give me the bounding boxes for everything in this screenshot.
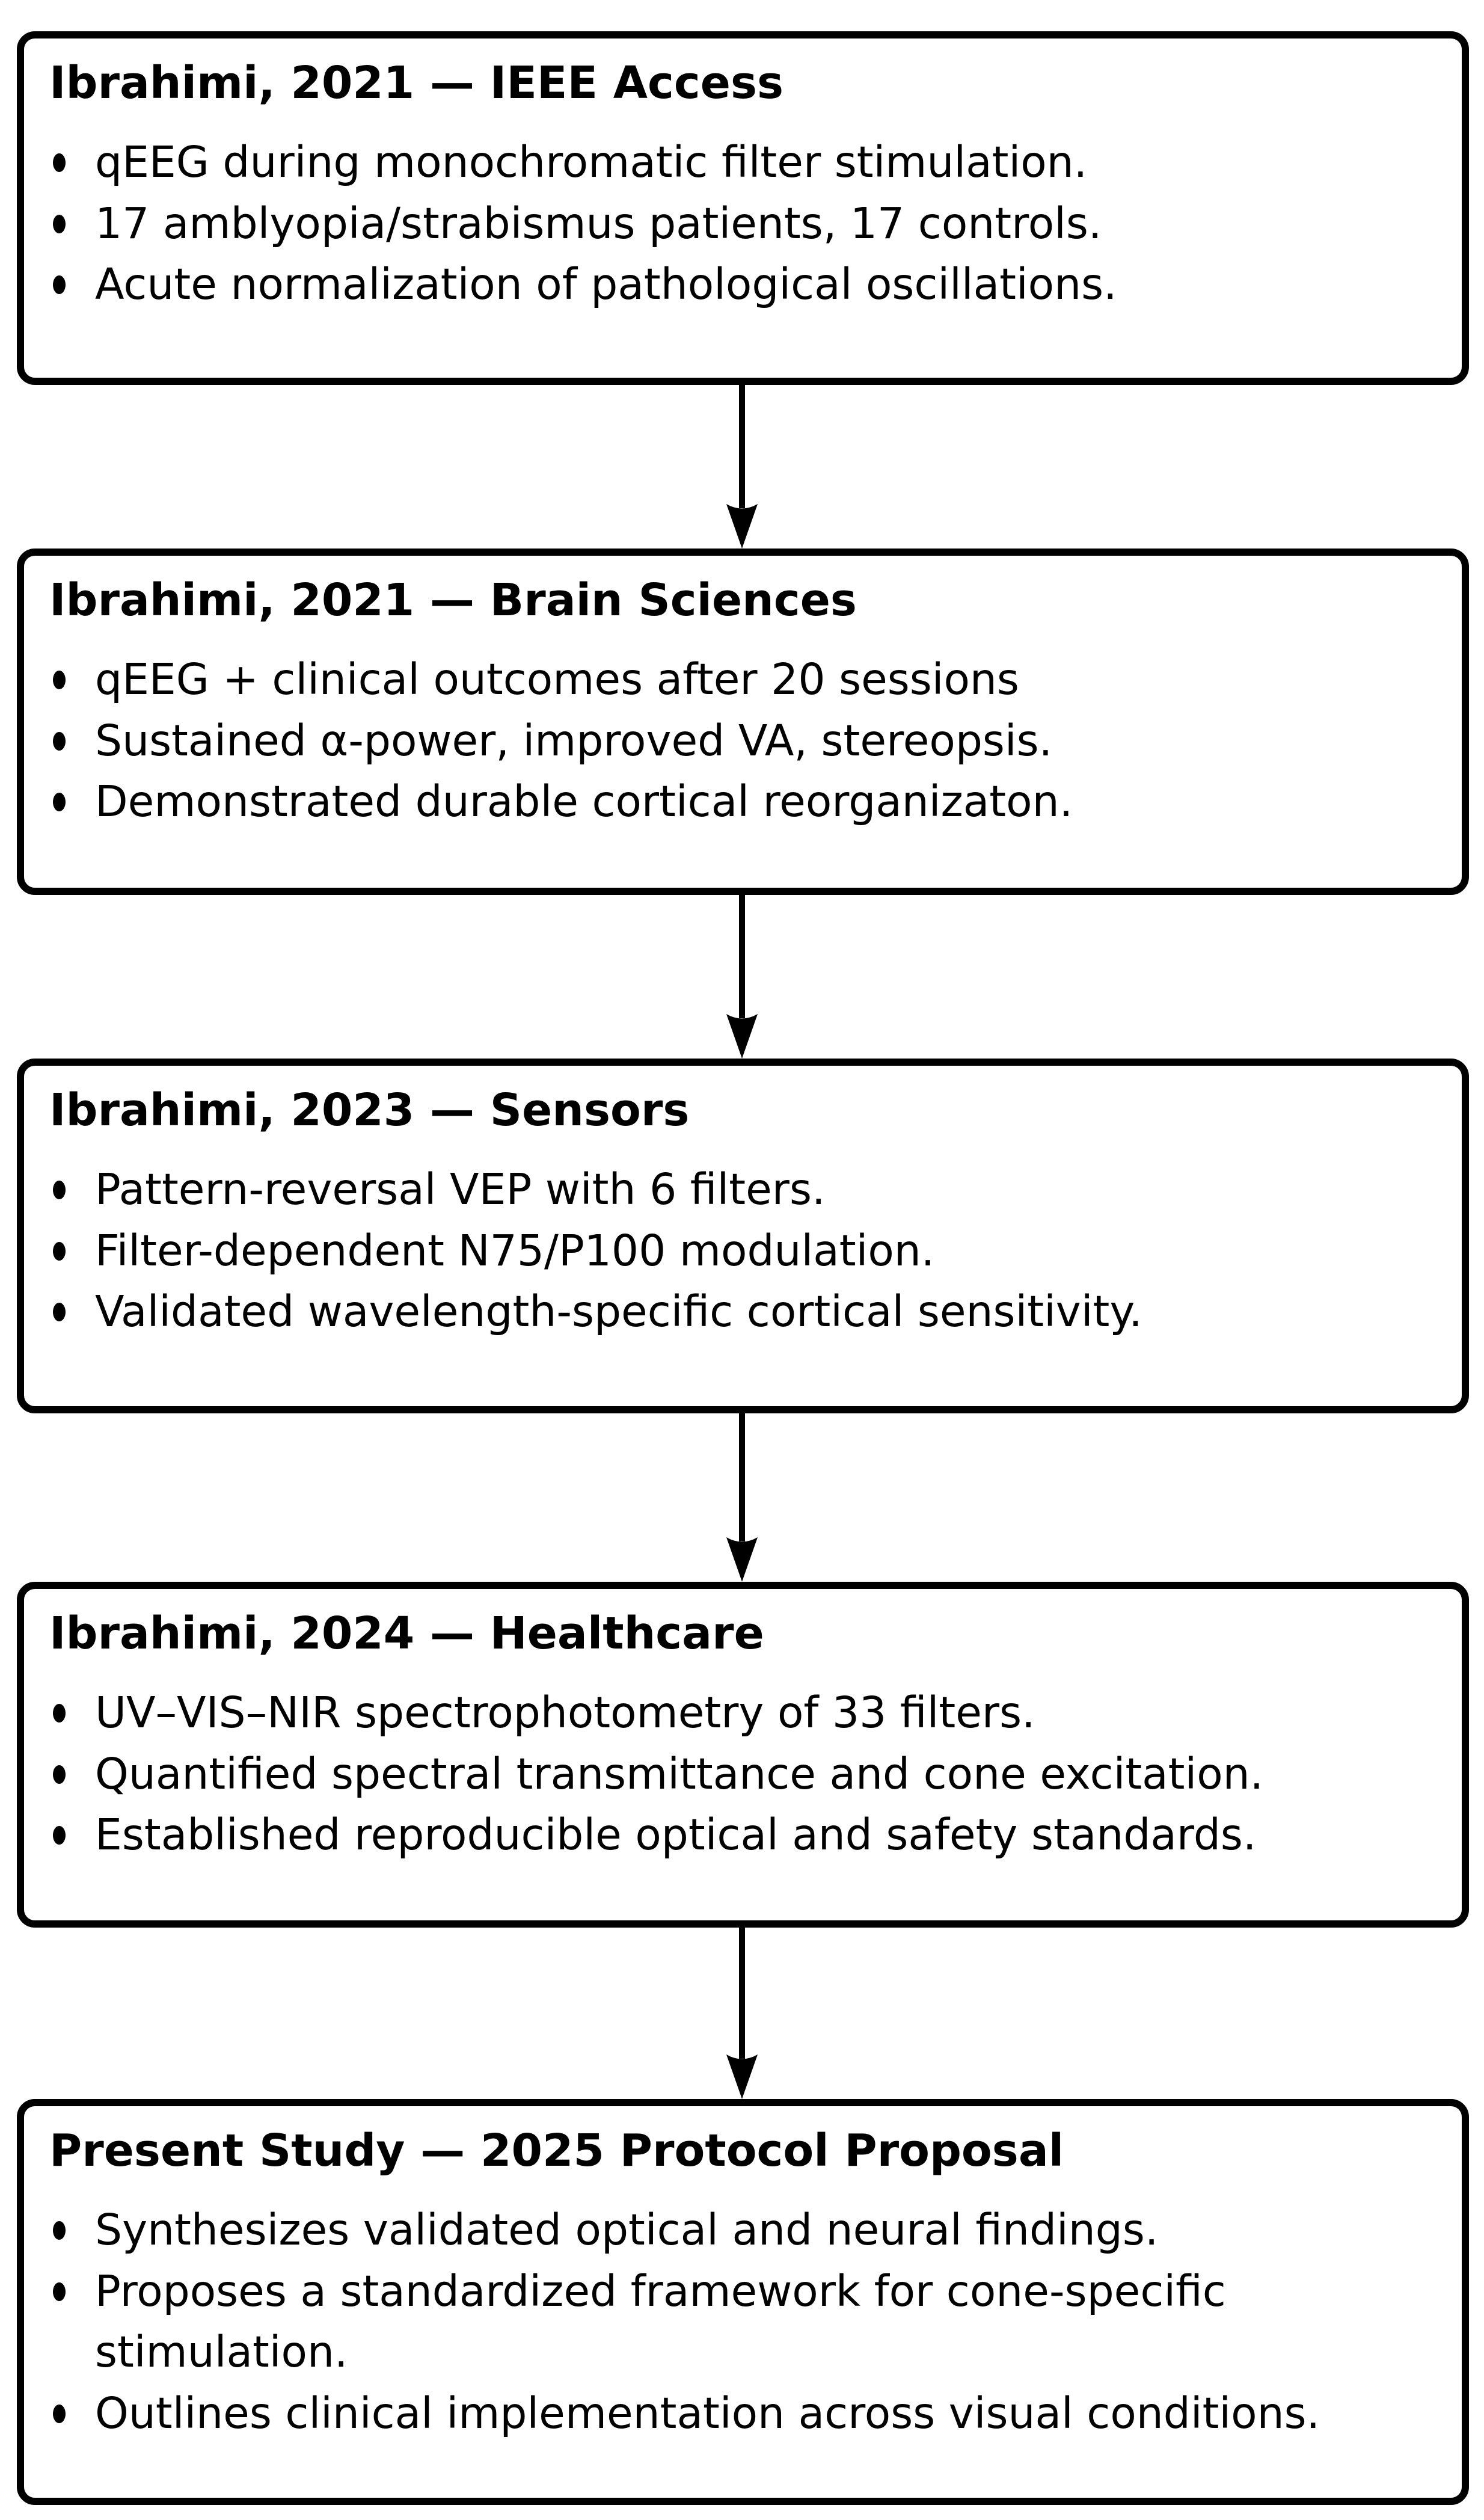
study-box-brain-sciences-2021: Ibrahimi, 2021 — Brain Sciences qEEG + c…	[17, 549, 1469, 895]
bullet-text: 17 amblyopia/strabismus patients, 17 con…	[95, 198, 1102, 248]
box-title: Ibrahimi, 2021 — Brain Sciences	[49, 574, 857, 626]
bullet-text: Validated wavelength-specific cortical s…	[95, 1286, 1142, 1337]
bullet-text: Established reproducible optical and saf…	[95, 1810, 1257, 1860]
bullet-text: Filter-dependent N75/P100 modulation.	[95, 1225, 935, 1276]
bullet-marker	[53, 1241, 66, 1261]
bullet-text: Acute normalization of pathological osci…	[95, 259, 1117, 310]
study-box-sensors-2023: Ibrahimi, 2023 — Sensors Pattern-reversa…	[17, 1059, 1469, 1413]
bullet-item: Demonstrated durable cortical reorganiza…	[49, 771, 1432, 832]
bullet-item: qEEG + clinical outcomes after 20 sessio…	[49, 649, 1432, 710]
bullet-marker	[53, 2282, 66, 2301]
bullet-item: Acute normalization of pathological osci…	[49, 254, 1432, 315]
bullet-marker	[53, 793, 66, 812]
bullet-list: qEEG + clinical outcomes after 20 sessio…	[49, 649, 1432, 832]
bullet-text: Sustained α-power, improved VA, stereops…	[95, 715, 1053, 766]
bullet-text: UV–VIS–NIR spectrophotometry of 33 filte…	[95, 1688, 1035, 1738]
flow-connector	[0, 385, 1484, 549]
bullet-list: qEEG during monochromatic filter stimula…	[49, 132, 1432, 315]
bullet-marker	[53, 671, 66, 690]
bullet-text: Proposes a standardized framework for co…	[95, 2266, 1226, 2377]
bullet-text: Outlines clinical implementation across …	[95, 2388, 1320, 2438]
study-box-healthcare-2024: Ibrahimi, 2024 — Healthcare UV–VIS–NIR s…	[17, 1582, 1469, 1928]
bullet-item: 17 amblyopia/strabismus patients, 17 con…	[49, 193, 1432, 254]
bullet-text: Quantified spectral transmittance and co…	[95, 1748, 1264, 1799]
bullet-marker	[53, 214, 66, 233]
arrow-down-icon	[726, 385, 758, 549]
study-box-present-study-2025: Present Study — 2025 Protocol Proposal S…	[17, 2099, 1469, 2505]
bullet-marker	[53, 1765, 66, 1784]
bullet-marker	[53, 153, 66, 173]
box-title: Ibrahimi, 2021 — IEEE Access	[49, 57, 784, 109]
bullet-text: Pattern-reversal VEP with 6 filters.	[95, 1164, 826, 1215]
bullet-list: Pattern-reversal VEP with 6 filters. Fil…	[49, 1159, 1432, 1342]
study-box-ieee-access-2021: Ibrahimi, 2021 — IEEE Access qEEG during…	[17, 31, 1469, 385]
box-title: Ibrahimi, 2024 — Healthcare	[49, 1608, 764, 1659]
bullet-item: Quantified spectral transmittance and co…	[49, 1744, 1432, 1805]
bullet-item: Proposes a standardized framework for co…	[49, 2261, 1432, 2383]
flow-connector	[0, 1413, 1484, 1582]
bullet-marker	[53, 1826, 66, 1845]
bullet-marker	[53, 731, 66, 751]
bullet-item: Synthesizes validated optical and neural…	[49, 2199, 1432, 2261]
bullet-text: Synthesizes validated optical and neural…	[95, 2205, 1159, 2255]
bullet-marker	[53, 2404, 66, 2423]
flow-connector	[0, 1928, 1484, 2099]
bullet-item: Filter-dependent N75/P100 modulation.	[49, 1220, 1432, 1282]
bullet-marker	[53, 1704, 66, 1723]
bullet-text: qEEG + clinical outcomes after 20 sessio…	[95, 654, 1019, 705]
arrow-down-icon	[726, 1413, 758, 1582]
bullet-item: Validated wavelength-specific cortical s…	[49, 1281, 1432, 1342]
arrow-down-icon	[726, 895, 758, 1059]
bullet-marker	[53, 2221, 66, 2240]
bullet-list: Synthesizes validated optical and neural…	[49, 2199, 1432, 2444]
bullet-marker	[53, 1303, 66, 1322]
bullet-text: Demonstrated durable cortical reorganiza…	[95, 776, 1073, 827]
box-title: Ibrahimi, 2023 — Sensors	[49, 1084, 690, 1136]
bullet-marker	[53, 1181, 66, 1200]
bullet-item: Established reproducible optical and saf…	[49, 1804, 1432, 1866]
bullet-item: UV–VIS–NIR spectrophotometry of 33 filte…	[49, 1682, 1432, 1744]
box-title: Present Study — 2025 Protocol Proposal	[49, 2125, 1064, 2177]
bullet-list: UV–VIS–NIR spectrophotometry of 33 filte…	[49, 1682, 1432, 1866]
bullet-item: Outlines clinical implementation across …	[49, 2383, 1432, 2444]
arrow-down-icon	[726, 1928, 758, 2099]
bullet-marker	[53, 275, 66, 295]
bullet-item: qEEG during monochromatic filter stimula…	[49, 132, 1432, 193]
bullet-item: Sustained α-power, improved VA, stereops…	[49, 710, 1432, 772]
bullet-item: Pattern-reversal VEP with 6 filters.	[49, 1159, 1432, 1220]
flow-connector	[0, 895, 1484, 1059]
bullet-text: qEEG during monochromatic filter stimula…	[95, 137, 1088, 188]
